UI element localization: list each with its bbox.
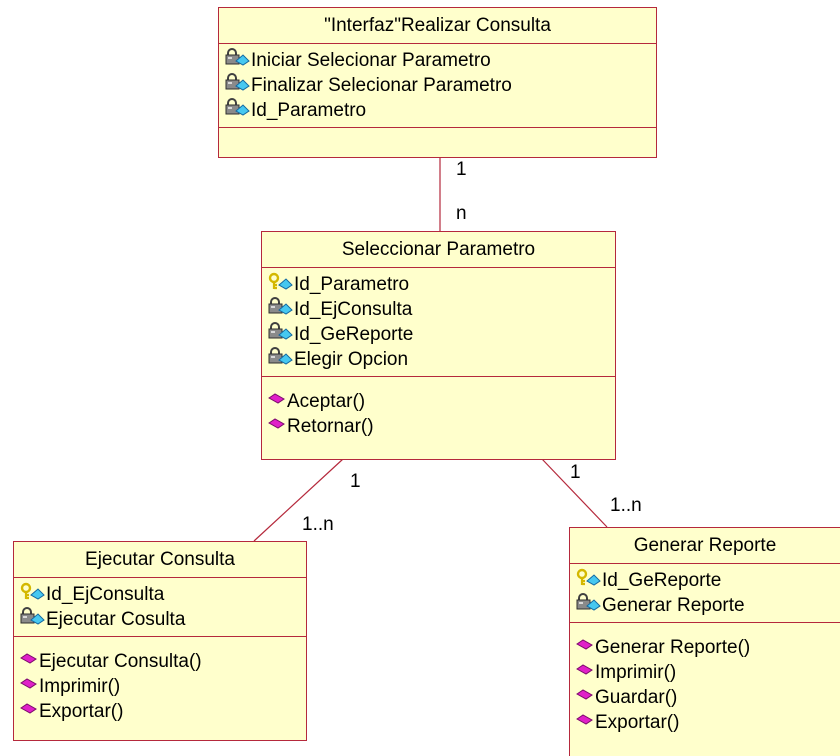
protected-attribute-icon [268,322,294,347]
attribute-row[interactable]: Id_EjConsulta [268,297,615,322]
operation-row[interactable]: Retornar() [268,414,615,439]
operation-row[interactable]: Generar Reporte() [576,635,840,660]
operation-label: Guardar() [595,687,678,708]
multiplicity-interfaz-end: 1 [456,159,467,180]
operation-label: Imprimir() [39,676,121,697]
operation-row[interactable]: Aceptar() [268,389,615,414]
attribute-label: Id_EjConsulta [294,299,413,320]
attribute-label: Id_GeReporte [294,324,414,345]
key-attribute-icon [576,568,602,593]
operation-row[interactable]: Imprimir() [20,674,306,699]
attribute-row[interactable]: Id_EjConsulta [20,582,306,607]
public-operation-icon [20,699,39,724]
attribute-label: Ejecutar Cosulta [46,609,186,630]
public-operation-icon [576,635,595,660]
attribute-row[interactable]: Id_GeReporte [268,322,615,347]
operations-compartment: Aceptar() Retornar() [262,377,615,443]
public-operation-icon [576,685,595,710]
protected-attribute-icon [268,347,294,372]
attribute-label: Finalizar Selecionar Parametro [251,75,512,96]
attribute-label: Id_Parametro [294,274,410,295]
attribute-row[interactable]: Finalizar Selecionar Parametro [225,73,656,98]
multiplicity-seleccionar-to-ejecutar: 1 [350,471,361,492]
operation-label: Imprimir() [595,662,677,683]
attribute-row[interactable]: Id_Parametro [225,98,656,123]
operation-row[interactable]: Guardar() [576,685,840,710]
operation-label: Retornar() [287,416,374,437]
attribute-row[interactable]: Generar Reporte [576,593,840,618]
class-name: "Interfaz"Realizar Consulta [219,8,656,44]
protected-attribute-icon [268,297,294,322]
operations-compartment: Generar Reporte() Imprimir() Guardar() Expo… [570,623,840,739]
attribute-label: Iniciar Selecionar Parametro [251,50,491,71]
key-attribute-icon [268,272,294,297]
multiplicity-seleccionar-end: n [456,203,467,224]
attribute-row[interactable]: Id_Parametro [268,272,615,297]
attribute-row[interactable]: Iniciar Selecionar Parametro [225,48,656,73]
association-seleccionar-ejecutar [253,458,344,542]
operations-compartment: Ejecutar Consulta() Imprimir() Exportar() [14,637,306,728]
operation-row[interactable]: Imprimir() [576,660,840,685]
class-name: Ejecutar Consulta [14,542,306,578]
public-operation-icon [576,710,595,735]
public-operation-icon [20,674,39,699]
attribute-label: Generar Reporte [602,595,745,616]
public-operation-icon [20,649,39,674]
multiplicity-seleccionar-to-generar: 1 [570,462,581,483]
attribute-label: Id_EjConsulta [46,584,165,605]
operation-row[interactable]: Exportar() [20,699,306,724]
multiplicity-generar-end: 1..n [610,495,642,516]
protected-attribute-icon [225,48,251,73]
public-operation-icon [576,660,595,685]
operation-row[interactable]: Ejecutar Consulta() [20,649,306,674]
class-name: Generar Reporte [570,528,840,564]
operation-label: Exportar() [39,701,124,722]
attribute-row[interactable]: Elegir Opcion [268,347,615,372]
protected-attribute-icon [225,98,251,123]
operations-compartment [219,128,656,136]
multiplicity-ejecutar-end: 1..n [302,514,334,535]
protected-attribute-icon [225,73,251,98]
public-operation-icon [268,414,287,439]
operation-label: Ejecutar Consulta() [39,651,202,672]
protected-attribute-icon [20,607,46,632]
class-name: Seleccionar Parametro [262,232,615,268]
attribute-label: Elegir Opcion [294,349,409,370]
association-seleccionar-generar [541,458,608,528]
protected-attribute-icon [576,593,602,618]
attribute-row[interactable]: Ejecutar Cosulta [20,607,306,632]
attribute-row[interactable]: Id_GeReporte [576,568,840,593]
public-operation-icon [268,389,287,414]
key-attribute-icon [20,582,46,607]
operation-label: Exportar() [595,712,680,733]
attribute-label: Id_Parametro [251,100,367,121]
operation-label: Generar Reporte() [595,637,751,658]
operation-row[interactable]: Exportar() [576,710,840,735]
attribute-label: Id_GeReporte [602,570,722,591]
operation-label: Aceptar() [287,391,366,412]
